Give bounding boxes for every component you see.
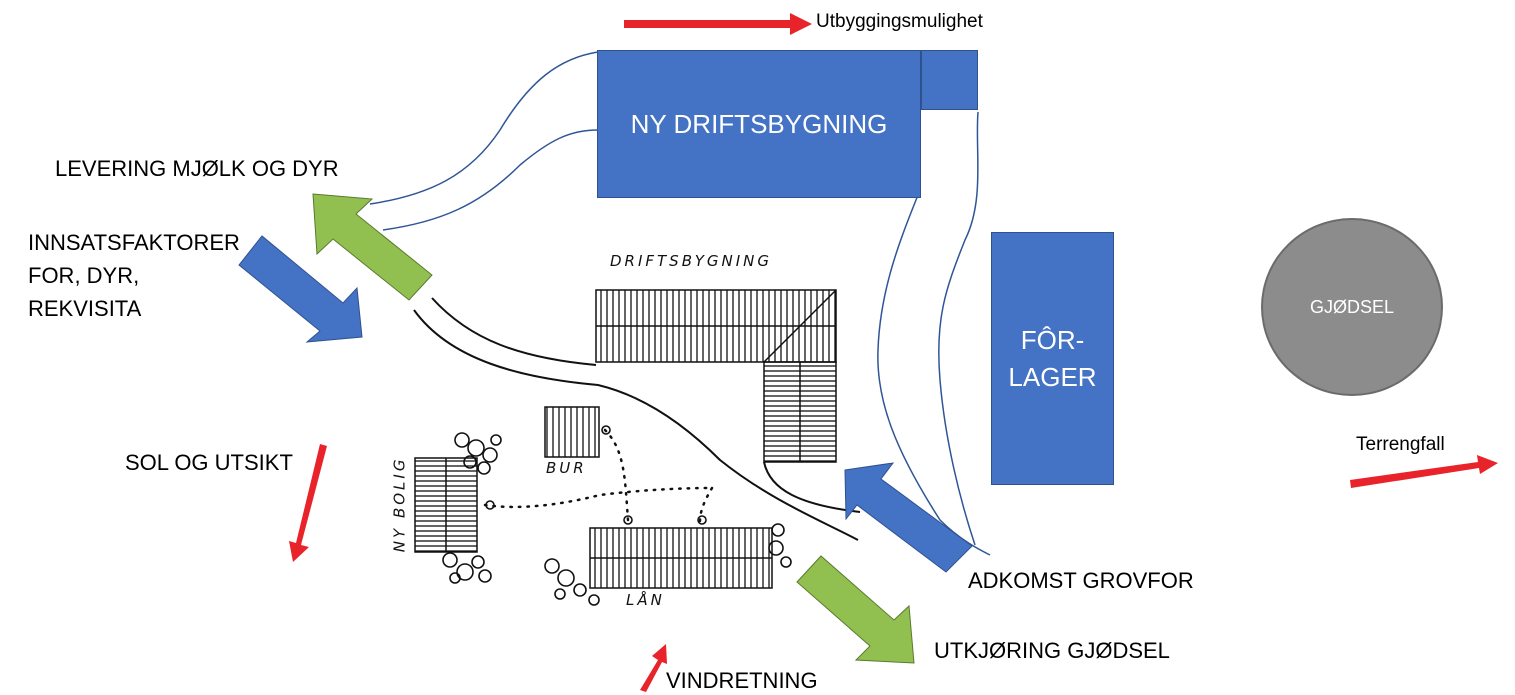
access-arrow (844, 462, 973, 573)
barn-label: LÅN (626, 591, 665, 609)
new-farm-building-extension (921, 50, 978, 110)
manure-storage-label: GJØDSEL (1309, 296, 1395, 317)
inputs-label-line1: INNSATSFAKTORER (28, 230, 240, 255)
terrain-arrow (1350, 455, 1498, 488)
wind-arrow (640, 644, 667, 692)
expansion-label: Utbyggingsmulighet (816, 11, 983, 32)
feed-storage: FÔR- LAGER (991, 232, 1114, 485)
inputs-arrow (238, 235, 363, 343)
manure-out-label: UTKJØRING GJØDSEL (934, 638, 1170, 663)
manure-out-arrow (796, 555, 915, 664)
manure-storage: GJØDSEL (1261, 218, 1443, 396)
access-label: ADKOMST GROVFOR (968, 568, 1194, 593)
sketch-road (413, 297, 861, 541)
sketch-storehouse (544, 406, 600, 458)
sun-label: SOL OG UTSIKT (125, 450, 293, 475)
sun-arrow (289, 444, 327, 562)
inputs-label-line3: REKVISITA (28, 296, 142, 321)
terrain-label: Terrengfall (1356, 434, 1445, 455)
feed-storage-label-line1: FÔR- (1020, 325, 1085, 356)
new-house-label: NY BOLIG (390, 456, 409, 553)
expansion-arrow (624, 13, 812, 35)
inputs-label-line2: FOR, DYR, (28, 263, 140, 288)
road-to-new-building (369, 51, 599, 231)
sketch-old-farm-building (595, 289, 837, 463)
storehouse-label: BUR (546, 459, 587, 477)
sketch-trees (442, 425, 792, 606)
feed-storage-label-line2: LAGER (1008, 361, 1097, 392)
delivery-arrow (312, 193, 433, 301)
red-arrows (289, 13, 1498, 692)
new-farm-building-label: NY DRIFTSBYGNING (630, 108, 888, 139)
new-farm-building: NY DRIFTSBYGNING (597, 50, 921, 198)
inputs-label: INNSATSFAKTORER FOR, DYR, REKVISITA (28, 226, 240, 325)
sketch-paths (483, 428, 714, 524)
wind-label: VINDRETNING (666, 668, 818, 693)
old-farm-building-label: DRIFTSBYGNING (610, 252, 773, 270)
delivery-label: LEVERING MJØLK OG DYR (55, 156, 339, 181)
